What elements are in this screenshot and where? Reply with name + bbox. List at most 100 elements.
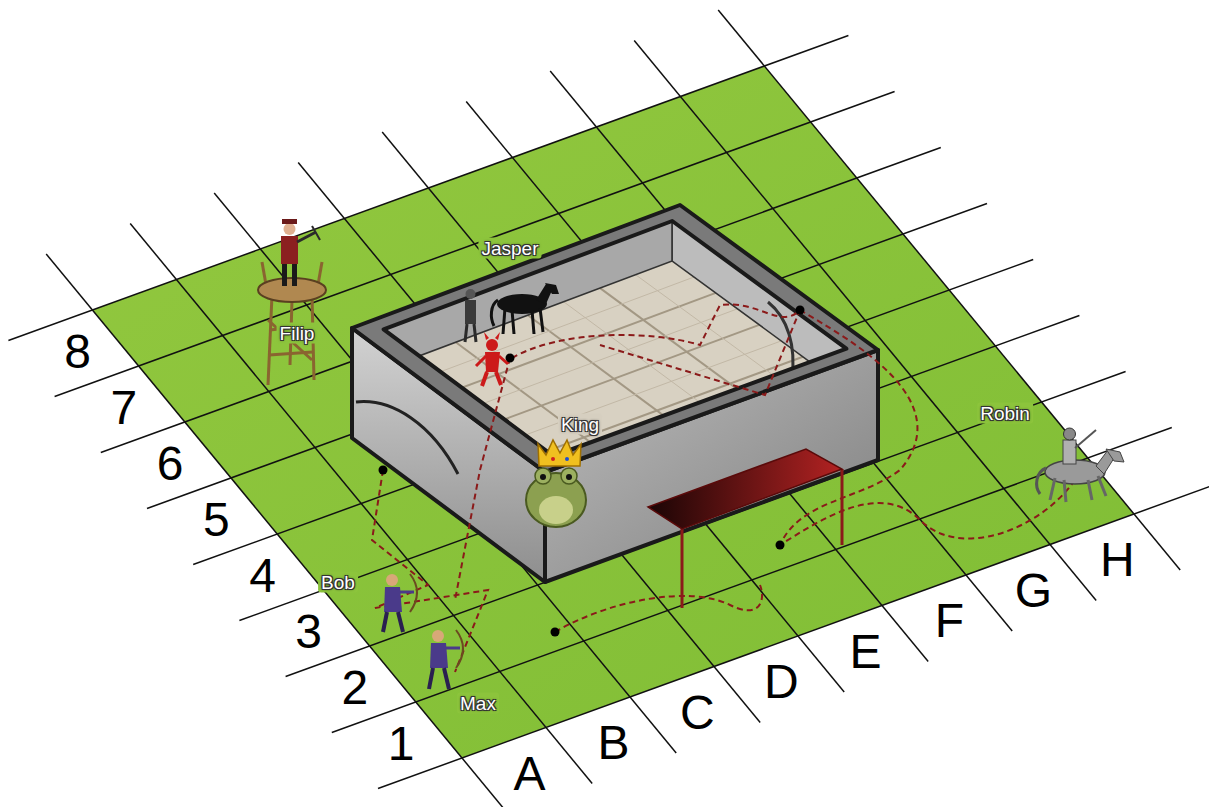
movement-paths-part	[780, 480, 1075, 545]
devil-figure-part	[476, 356, 486, 366]
archer-figure-part	[429, 668, 433, 689]
watchtower-figure-part	[312, 226, 320, 240]
watchtower-figure-part	[297, 232, 316, 242]
row-number: 1	[388, 720, 415, 768]
castle-part	[352, 205, 878, 472]
knight-and-horse-figure-part	[465, 324, 467, 342]
castle-part	[352, 328, 545, 582]
frog-king-figure-part	[535, 468, 551, 484]
column-letter: D	[764, 658, 799, 706]
knight-and-horse-figure-part-part	[532, 310, 534, 334]
mounted-knight-figure-part	[1075, 430, 1096, 448]
frog-king-figure-part	[526, 473, 586, 527]
archer-figure	[429, 630, 463, 689]
mounted-knight-figure-part	[1050, 476, 1106, 502]
devil-figure-part	[486, 339, 498, 351]
red-table-part	[648, 449, 842, 529]
knight-and-horse-figure-part	[465, 300, 476, 324]
frog-king-figure	[526, 440, 586, 527]
archer-figure-part	[386, 574, 398, 586]
column-letter: C	[680, 689, 715, 737]
column-letter: G	[1015, 567, 1052, 615]
path-dots-part	[379, 466, 388, 475]
character-name: Jasper	[478, 238, 541, 259]
path-dots	[379, 306, 805, 637]
archer-figure	[383, 574, 417, 632]
castle-part	[545, 350, 878, 582]
row-number: 6	[157, 440, 184, 488]
castle-part	[768, 302, 793, 378]
devil-figure-part	[495, 332, 500, 340]
column-letter: F	[935, 597, 964, 645]
devil-figure-part	[499, 356, 508, 364]
frog-king-figure-part	[565, 457, 569, 461]
mounted-knight-figure-part	[1106, 449, 1124, 462]
knight-and-horse-figure-part	[466, 289, 476, 299]
movement-paths-part	[512, 304, 800, 395]
frog-king-figure-part	[538, 440, 581, 466]
watchtower-figure-part	[282, 219, 297, 224]
castle-part	[356, 402, 458, 474]
castle	[352, 205, 878, 582]
grid-lines-part	[239, 316, 1079, 621]
grass-field	[92, 66, 1134, 758]
devil-figure-part	[496, 372, 501, 385]
frog-king-figure-part	[540, 474, 546, 480]
character-name: Robin	[977, 403, 1033, 424]
path-dots-part	[551, 628, 560, 637]
row-number: 8	[64, 328, 91, 376]
knight-and-horse-figure-part	[503, 308, 543, 334]
mounted-knight-figure-part-part	[1088, 480, 1092, 500]
watchtower-figure-part-part	[268, 295, 272, 385]
knight-and-horse-figure-part-part	[540, 308, 543, 332]
row-number: 2	[342, 664, 369, 712]
mounted-knight-figure-part-part	[1098, 476, 1106, 496]
archer-figure-part	[430, 643, 448, 668]
movement-paths	[372, 304, 1075, 672]
row-number: 5	[203, 496, 230, 544]
knight-and-horse-figure-part-part	[512, 310, 514, 334]
movement-paths-part	[455, 358, 510, 600]
knight-and-horse-figure-part	[491, 300, 498, 326]
castle-part	[384, 221, 673, 369]
watchtower-figure-part	[292, 262, 297, 286]
archer-figure-part	[432, 630, 444, 642]
archer-figure-part	[383, 612, 387, 632]
archer-figure-part	[446, 647, 460, 650]
row-number: 7	[111, 384, 138, 432]
movement-paths-part	[555, 585, 762, 632]
watchtower-figure-part	[282, 262, 287, 286]
knight-and-horse-figure	[465, 283, 559, 342]
mounted-knight-figure-part	[1064, 428, 1076, 440]
column-letter: E	[849, 628, 881, 676]
red-table	[648, 449, 842, 608]
grid-lines	[8, 10, 1209, 807]
mounted-knight-figure-part	[1037, 468, 1046, 494]
devil-figure-part	[485, 352, 500, 372]
mounted-knight-figure	[1037, 428, 1124, 502]
archer-figure-part	[398, 612, 403, 632]
devil-figure	[476, 332, 508, 386]
frog-king-figure-part	[561, 468, 577, 484]
archer-figure-part	[456, 630, 463, 668]
movement-paths-part	[372, 470, 488, 672]
column-letter: H	[1100, 536, 1135, 584]
archer-figure-part	[410, 574, 417, 612]
devil-figure-part	[484, 332, 489, 340]
red-table-part	[841, 469, 844, 545]
character-name: King	[558, 414, 602, 435]
frog-king-figure-part	[551, 457, 555, 461]
path-dots-part	[796, 306, 805, 315]
watchtower-figure-part	[284, 223, 296, 235]
mounted-knight-figure-part-part	[1050, 478, 1055, 500]
devil-figure-part	[482, 372, 487, 386]
mounted-knight-figure-part-part	[1064, 480, 1066, 502]
mounted-knight-figure-part	[1063, 440, 1076, 464]
castle-part-part	[426, 293, 716, 401]
character-name: Max	[457, 693, 499, 714]
frog-king-figure-part	[539, 496, 573, 524]
archer-figure-part	[384, 587, 402, 612]
column-letter: A	[513, 750, 545, 798]
